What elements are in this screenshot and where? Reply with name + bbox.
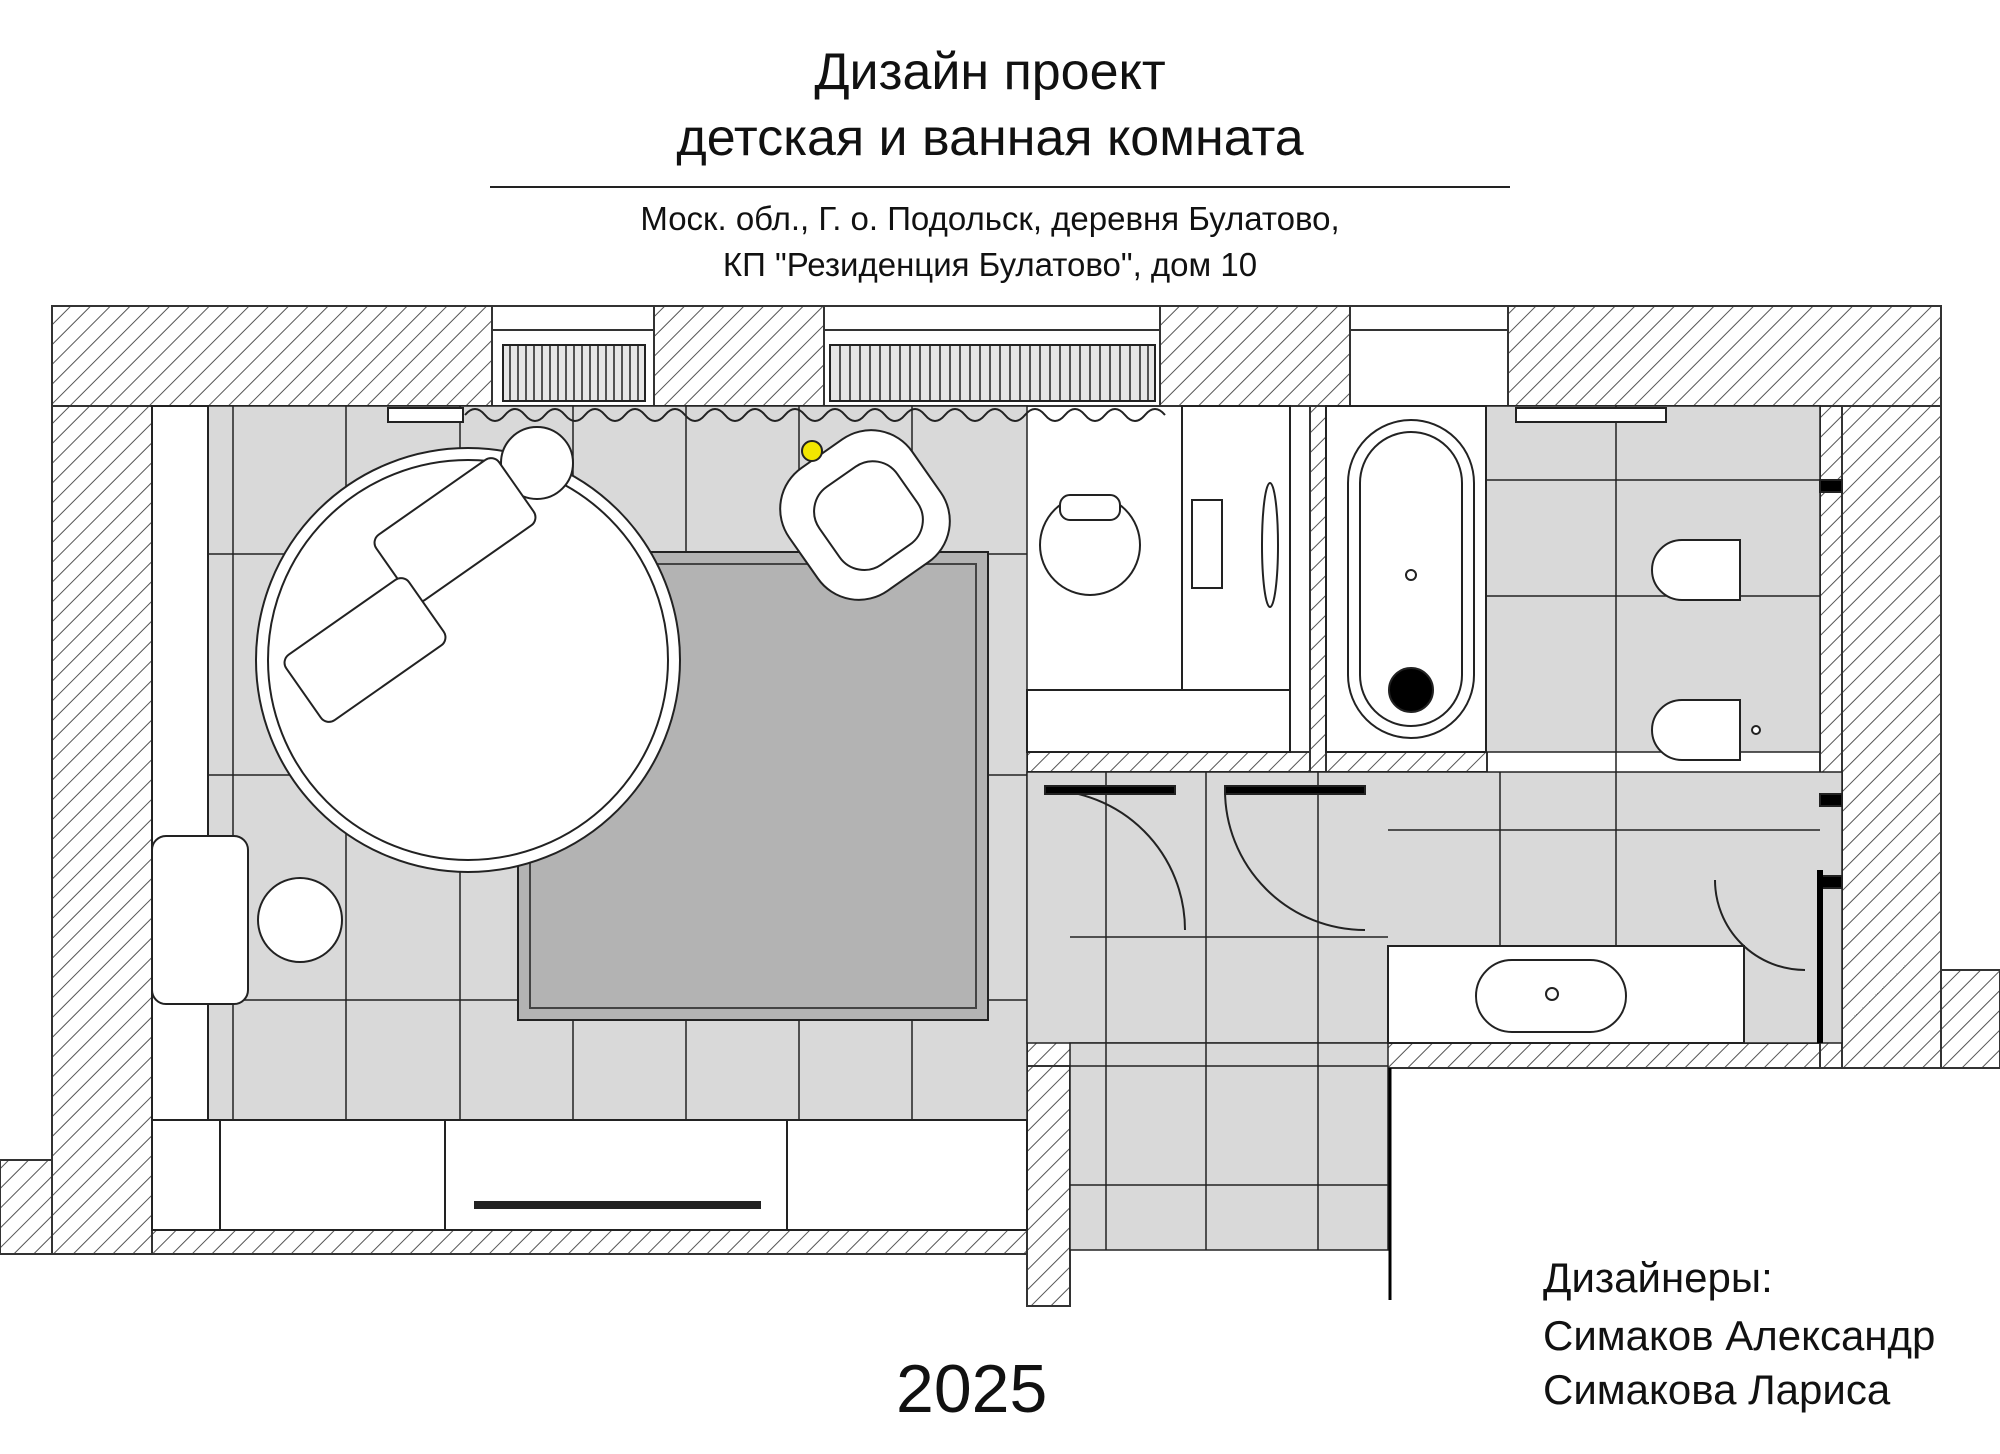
bathroom-fixtures: [1325, 405, 1761, 1044]
curtain: [464, 408, 1166, 422]
wardrobe-left: [151, 405, 209, 1125]
wall-bath-bottom: [1309, 1042, 1843, 1069]
cabinet-bottom: [151, 1119, 1028, 1231]
designers-label: Дизайнеры:: [1543, 1254, 1773, 1301]
wall-top-left: [51, 305, 493, 407]
address-line2: КП "Резиденция Булатово", дом 10: [722, 246, 1258, 283]
walls: [0, 305, 2000, 1307]
furniture-kids: [151, 405, 1667, 1231]
wall-bottom: [151, 1229, 1053, 1255]
wall-lamp-1: [387, 407, 464, 423]
designer-name: Симакова Лариса: [1543, 1366, 1891, 1413]
door-wc: [1714, 879, 1806, 971]
wall-top-right2: [1507, 305, 1942, 407]
wall-top-mid: [653, 305, 825, 407]
project-year: 2025: [896, 1351, 1048, 1427]
tv: [474, 1201, 761, 1209]
radiator-2: [829, 344, 1156, 402]
doors: [1044, 479, 1843, 1300]
wall-tub-side: [1309, 405, 1327, 773]
title-divider: [490, 186, 1510, 188]
wall-bath-divider: [1026, 751, 1488, 773]
pouf: [257, 877, 343, 963]
window-3: [1349, 305, 1509, 407]
bidet: [1651, 699, 1741, 761]
pillow-1: [373, 457, 537, 603]
wall-lamp-2: [1515, 407, 1667, 423]
side-table: [500, 426, 574, 500]
door-bath: [1224, 789, 1366, 931]
lamp-accent: [801, 440, 823, 462]
desk-counter: [1026, 689, 1291, 753]
project-title-line2: детская и ванная комната: [676, 109, 1304, 167]
designer-name: Симаков Александр: [1543, 1312, 1936, 1359]
wall-ext-right: [1940, 969, 2000, 1069]
toilet: [1651, 539, 1741, 601]
wall-left: [51, 405, 153, 1255]
tub-drain: [1388, 667, 1434, 713]
project-title-line1: Дизайн проект: [814, 43, 1166, 101]
radiators: [502, 344, 1156, 402]
wall-right: [1841, 405, 1942, 1069]
pillow-2: [283, 577, 447, 723]
sofa-left: [151, 835, 249, 1005]
wall-top-right1: [1159, 305, 1351, 407]
address-line1: Моск. обл., Г. о. Подольск, деревня Була…: [640, 200, 1340, 237]
wall-ext-left: [0, 1159, 53, 1255]
